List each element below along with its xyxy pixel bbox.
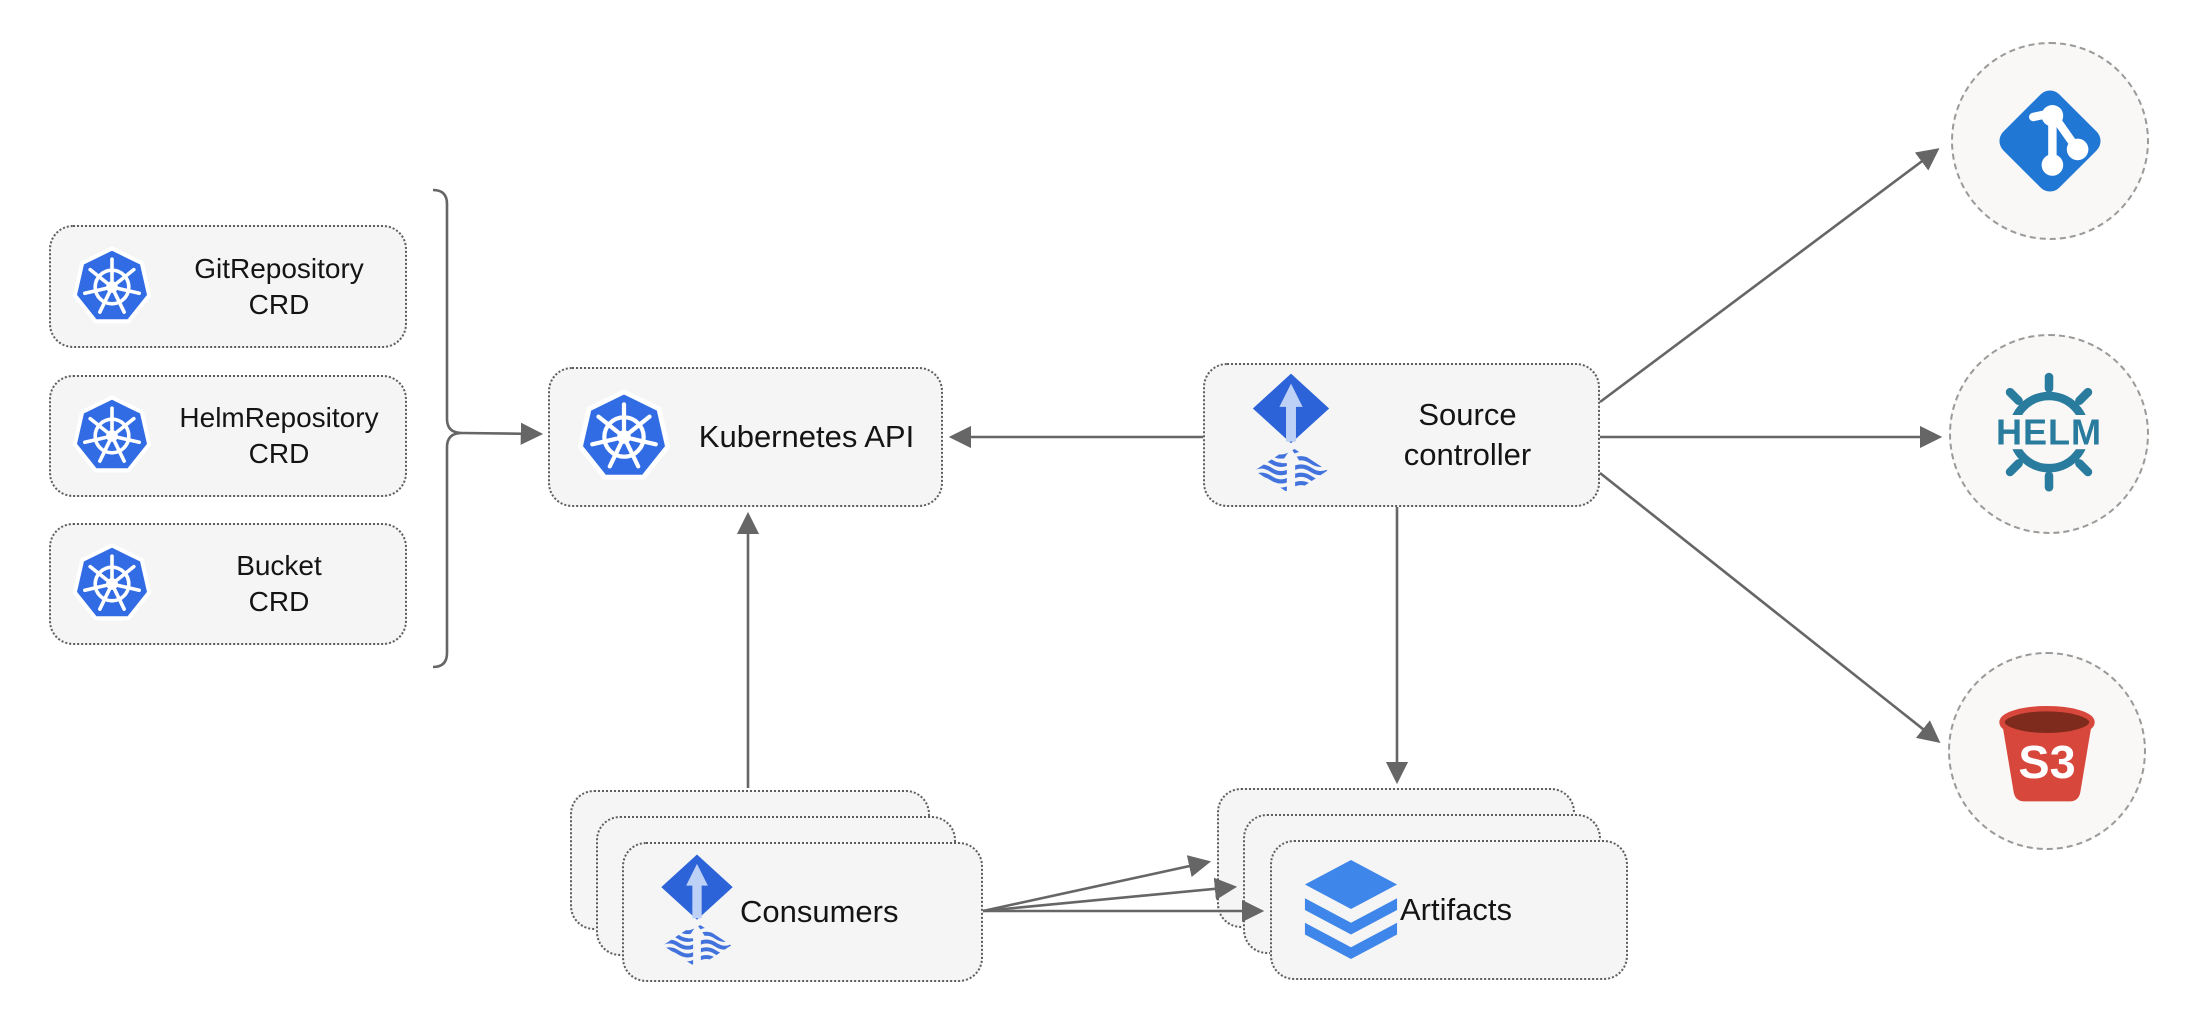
crd-group-brace (432, 188, 463, 669)
edge-consumers-to-artifacts-back (982, 855, 1212, 913)
flux-icon (1245, 372, 1337, 498)
git-branch-icon (1990, 81, 2110, 201)
node-label: Artifacts (1400, 892, 1512, 927)
layers-icon (1302, 854, 1400, 967)
endpoint-git (1951, 42, 2149, 240)
edge-crds-to-kubernetes-api (461, 422, 544, 445)
endpoint-s3: S3 (1948, 652, 2146, 850)
edge-consumers-to-artifacts-middle (982, 877, 1238, 913)
node-label: Consumers (740, 894, 899, 929)
kubernetes-wheel-icon (71, 395, 153, 477)
endpoint-helm: HELM (1949, 334, 2149, 534)
node-kubernetes-api: Kubernetes API (548, 367, 943, 507)
node-consumers: Consumers (622, 842, 983, 982)
helm-wheel-icon: HELM (1973, 372, 2125, 496)
flux-icon (654, 853, 740, 971)
kubernetes-wheel-icon (71, 245, 153, 328)
helm-logo-text: HELM (1996, 411, 2102, 452)
kubernetes-wheel-icon (71, 543, 153, 625)
s3-logo-text: S3 (2018, 736, 2075, 788)
node-artifacts: Artifacts (1270, 840, 1628, 980)
edge-source-controller-to-s3 (1599, 471, 1941, 743)
s3-bucket-icon: S3 (1984, 688, 2110, 814)
edge-source-controller-to-git (1599, 148, 1940, 404)
node-label: Kubernetes API (698, 419, 915, 455)
kubernetes-wheel-icon (576, 389, 672, 485)
